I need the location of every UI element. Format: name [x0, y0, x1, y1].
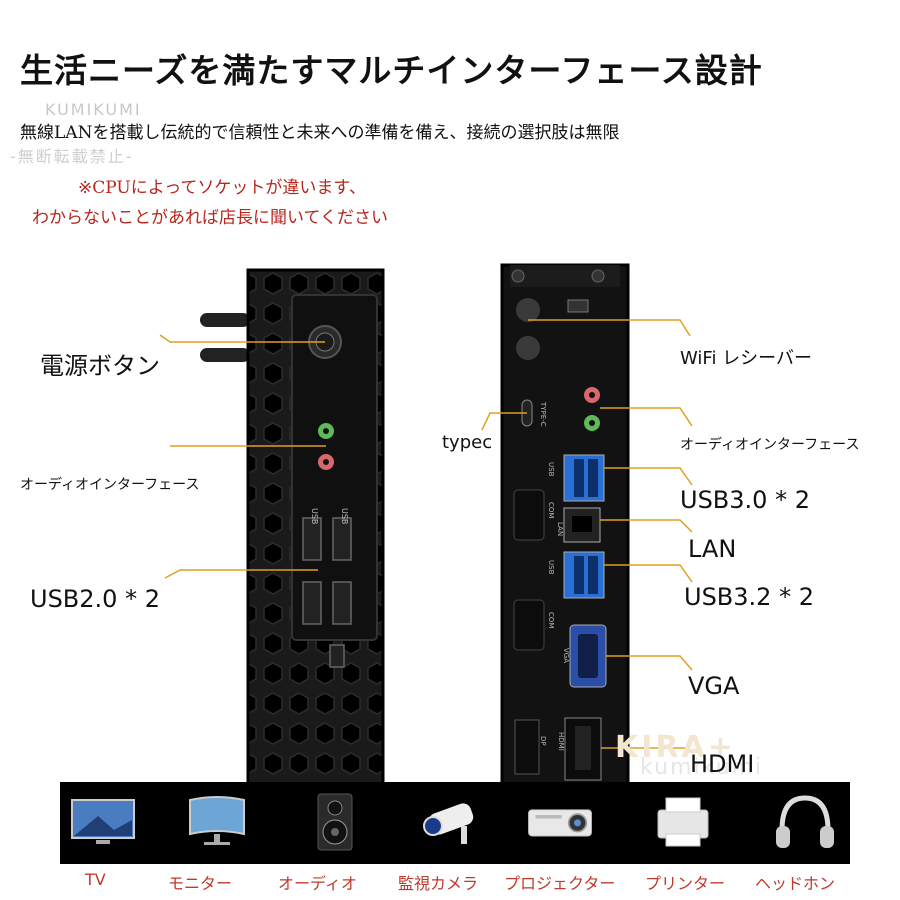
lan-label: LAN [688, 535, 737, 563]
cpu-note-line1: ※CPUによってソケットが違います、 [78, 178, 366, 198]
rear-typec-print: TYPE-C [539, 401, 547, 427]
com-port-icon [513, 489, 545, 541]
camera-icon [423, 803, 474, 844]
device-caption-printer: プリンター [645, 874, 726, 893]
rear-usb-print: USB [547, 462, 555, 477]
monitor-icon [189, 796, 245, 845]
rear-lan-print: LAN [556, 522, 564, 536]
com-port-icon [513, 599, 545, 651]
rear-chassis [500, 263, 630, 790]
usb2-port-icon [332, 581, 352, 625]
device-caption-headphones: ヘッドホン [755, 874, 836, 893]
watermark-kumikumi: kumikumi [640, 755, 764, 780]
wifi-connector-icon [516, 298, 540, 322]
mini-pc-illustration: USB USB [159, 263, 693, 790]
wifi-connector-icon [516, 336, 540, 360]
power-button-label: 電源ボタン [40, 352, 160, 380]
front-chassis [200, 268, 385, 790]
rear-vga-print: VGA [562, 648, 570, 663]
headphones-icon [776, 795, 834, 848]
device-caption-camera: 監視カメラ [398, 874, 479, 893]
speaker-icon [317, 793, 353, 851]
device-caption-projector: プロジェクター [504, 874, 616, 893]
device-caption-monitor: モニター [168, 874, 233, 893]
watermark-notice: -無断転載禁止- [10, 147, 134, 166]
watermark-kira: KIRA+ [615, 730, 736, 765]
wifi-receiver-label: WiFi レシーバー [680, 348, 812, 369]
rear-com-print: COM [547, 502, 555, 518]
tv-icon [71, 799, 135, 844]
dp-port-icon [514, 719, 540, 775]
usb32-label: USB3.2 * 2 [684, 583, 814, 611]
device-caption-audio: オーディオ [278, 874, 357, 893]
vga-label: VGA [688, 672, 740, 700]
typec-label: typec [442, 432, 493, 453]
rear-dp-print: DP [539, 736, 547, 746]
front-usb-print: USB [310, 508, 319, 524]
rear-usb-print: USB [547, 560, 555, 575]
cpu-note-line2: わからないことがあれば店長に聞いてください [32, 208, 388, 228]
antenna-icon [200, 348, 250, 362]
front-usb-print: USB [340, 508, 349, 524]
callout-lines [159, 319, 693, 749]
rear-hdmi-print: HDMI [557, 732, 565, 751]
device-caption-tv: TV [85, 870, 106, 889]
front-audio-label: オーディオインターフェース [20, 477, 200, 493]
antenna-icon [200, 313, 250, 327]
front-usb-label: USB2.0 * 2 [30, 585, 160, 613]
hdmi-label: HDMI [690, 750, 755, 778]
watermark-brand: KUMIKUMI [45, 100, 142, 119]
page-title: 生活ニーズを満たすマルチインターフェース設計 [20, 51, 763, 90]
usb2-port-icon [302, 581, 322, 625]
usb2-port-icon [302, 517, 322, 561]
usb2-port-icon [332, 517, 352, 561]
projector-icon [528, 809, 592, 837]
lock-slot-icon [329, 644, 345, 668]
rear-com-print: COM [547, 612, 555, 628]
rear-audio-label: オーディオインターフェース [680, 437, 860, 453]
printer-icon [657, 797, 709, 847]
usb30-label: USB3.0 * 2 [680, 486, 810, 514]
page-subtitle: 無線LANを搭載し伝統的で信頼性と未来への準備を備え、接続の選択肢は無限 [20, 123, 620, 143]
